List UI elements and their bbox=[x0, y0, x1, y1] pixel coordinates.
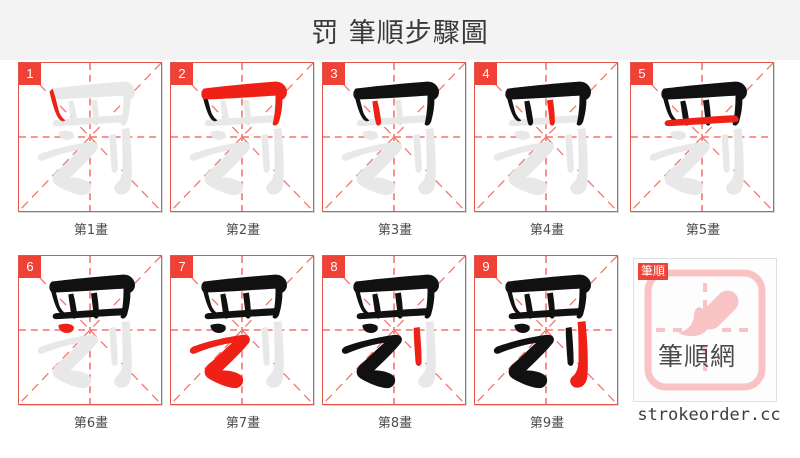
step-number-badge: 8 bbox=[323, 256, 345, 278]
step-caption: 第9畫 bbox=[529, 416, 565, 431]
stroke-grid: 5 bbox=[630, 62, 774, 212]
character-glyph bbox=[189, 274, 288, 389]
stroke-step-cell[interactable]: 5 第5畫 bbox=[630, 62, 776, 238]
character-glyph bbox=[493, 274, 592, 389]
step-caption: 第1畫 bbox=[73, 223, 109, 238]
brand-logo-box[interactable]: 筆順 筆順網 bbox=[633, 258, 777, 402]
stroke-grid: 1 bbox=[18, 62, 162, 212]
site-url: strokeorder.cc bbox=[637, 405, 781, 425]
brush-icon bbox=[644, 269, 766, 391]
step-caption: 第2畫 bbox=[225, 223, 261, 238]
step-caption: 第6畫 bbox=[73, 416, 109, 431]
stroke-step-cell[interactable]: 4 第4畫 bbox=[474, 62, 620, 238]
step-number-badge: 4 bbox=[475, 63, 497, 85]
brand-badge: 筆順 bbox=[638, 263, 669, 280]
character-glyph bbox=[649, 81, 748, 196]
step-caption: 第7畫 bbox=[225, 416, 261, 431]
stroke-grid: 2 bbox=[170, 62, 314, 212]
stroke-grid: 7 bbox=[170, 255, 314, 405]
stroke-grid: 4 bbox=[474, 62, 618, 212]
page-title: 罚 筆順步驟圖 bbox=[311, 17, 489, 49]
step-number-badge: 3 bbox=[323, 63, 345, 85]
stroke-grid: 9 bbox=[474, 255, 618, 405]
character-glyph bbox=[341, 274, 440, 389]
character-glyph bbox=[37, 81, 136, 196]
stroke-step-cell[interactable]: 7 第7畫 bbox=[170, 255, 316, 431]
step-caption: 第3畫 bbox=[377, 223, 413, 238]
step-number-badge: 2 bbox=[171, 63, 193, 85]
step-number-badge: 9 bbox=[475, 256, 497, 278]
stroke-step-cell[interactable]: 8 第8畫 bbox=[322, 255, 468, 431]
stroke-step-cell[interactable]: 1 第1畫 bbox=[18, 62, 164, 238]
step-number-badge: 7 bbox=[171, 256, 193, 278]
brand-wordmark: 筆順網 bbox=[657, 342, 736, 371]
stroke-grid: 3 bbox=[322, 62, 466, 212]
stroke-step-cell[interactable]: 3 第3畫 bbox=[322, 62, 468, 238]
step-caption: 第8畫 bbox=[377, 416, 413, 431]
step-caption: 第4畫 bbox=[529, 223, 565, 238]
step-number-badge: 6 bbox=[19, 256, 41, 278]
brand-logo-graphic bbox=[642, 267, 768, 393]
stroke-step-cell[interactable]: 2 第2畫 bbox=[170, 62, 316, 238]
stroke-grid: 6 bbox=[18, 255, 162, 405]
page-header: 罚 筆順步驟圖 bbox=[0, 0, 800, 60]
character-glyph bbox=[37, 274, 136, 389]
stroke-step-cell[interactable]: 6 第6畫 bbox=[18, 255, 164, 431]
character-glyph bbox=[493, 81, 592, 196]
stroke-grid: 8 bbox=[322, 255, 466, 405]
step-caption: 第5畫 bbox=[685, 223, 721, 238]
character-glyph bbox=[341, 81, 440, 196]
stroke-order-sheet: 1 第1畫 2 第2畫 3 第3畫 4 bbox=[0, 60, 800, 458]
character-glyph bbox=[189, 81, 288, 196]
step-number-badge: 5 bbox=[631, 63, 653, 85]
stroke-step-cell[interactable]: 9 第9畫 bbox=[474, 255, 620, 431]
step-number-badge: 1 bbox=[19, 63, 41, 85]
